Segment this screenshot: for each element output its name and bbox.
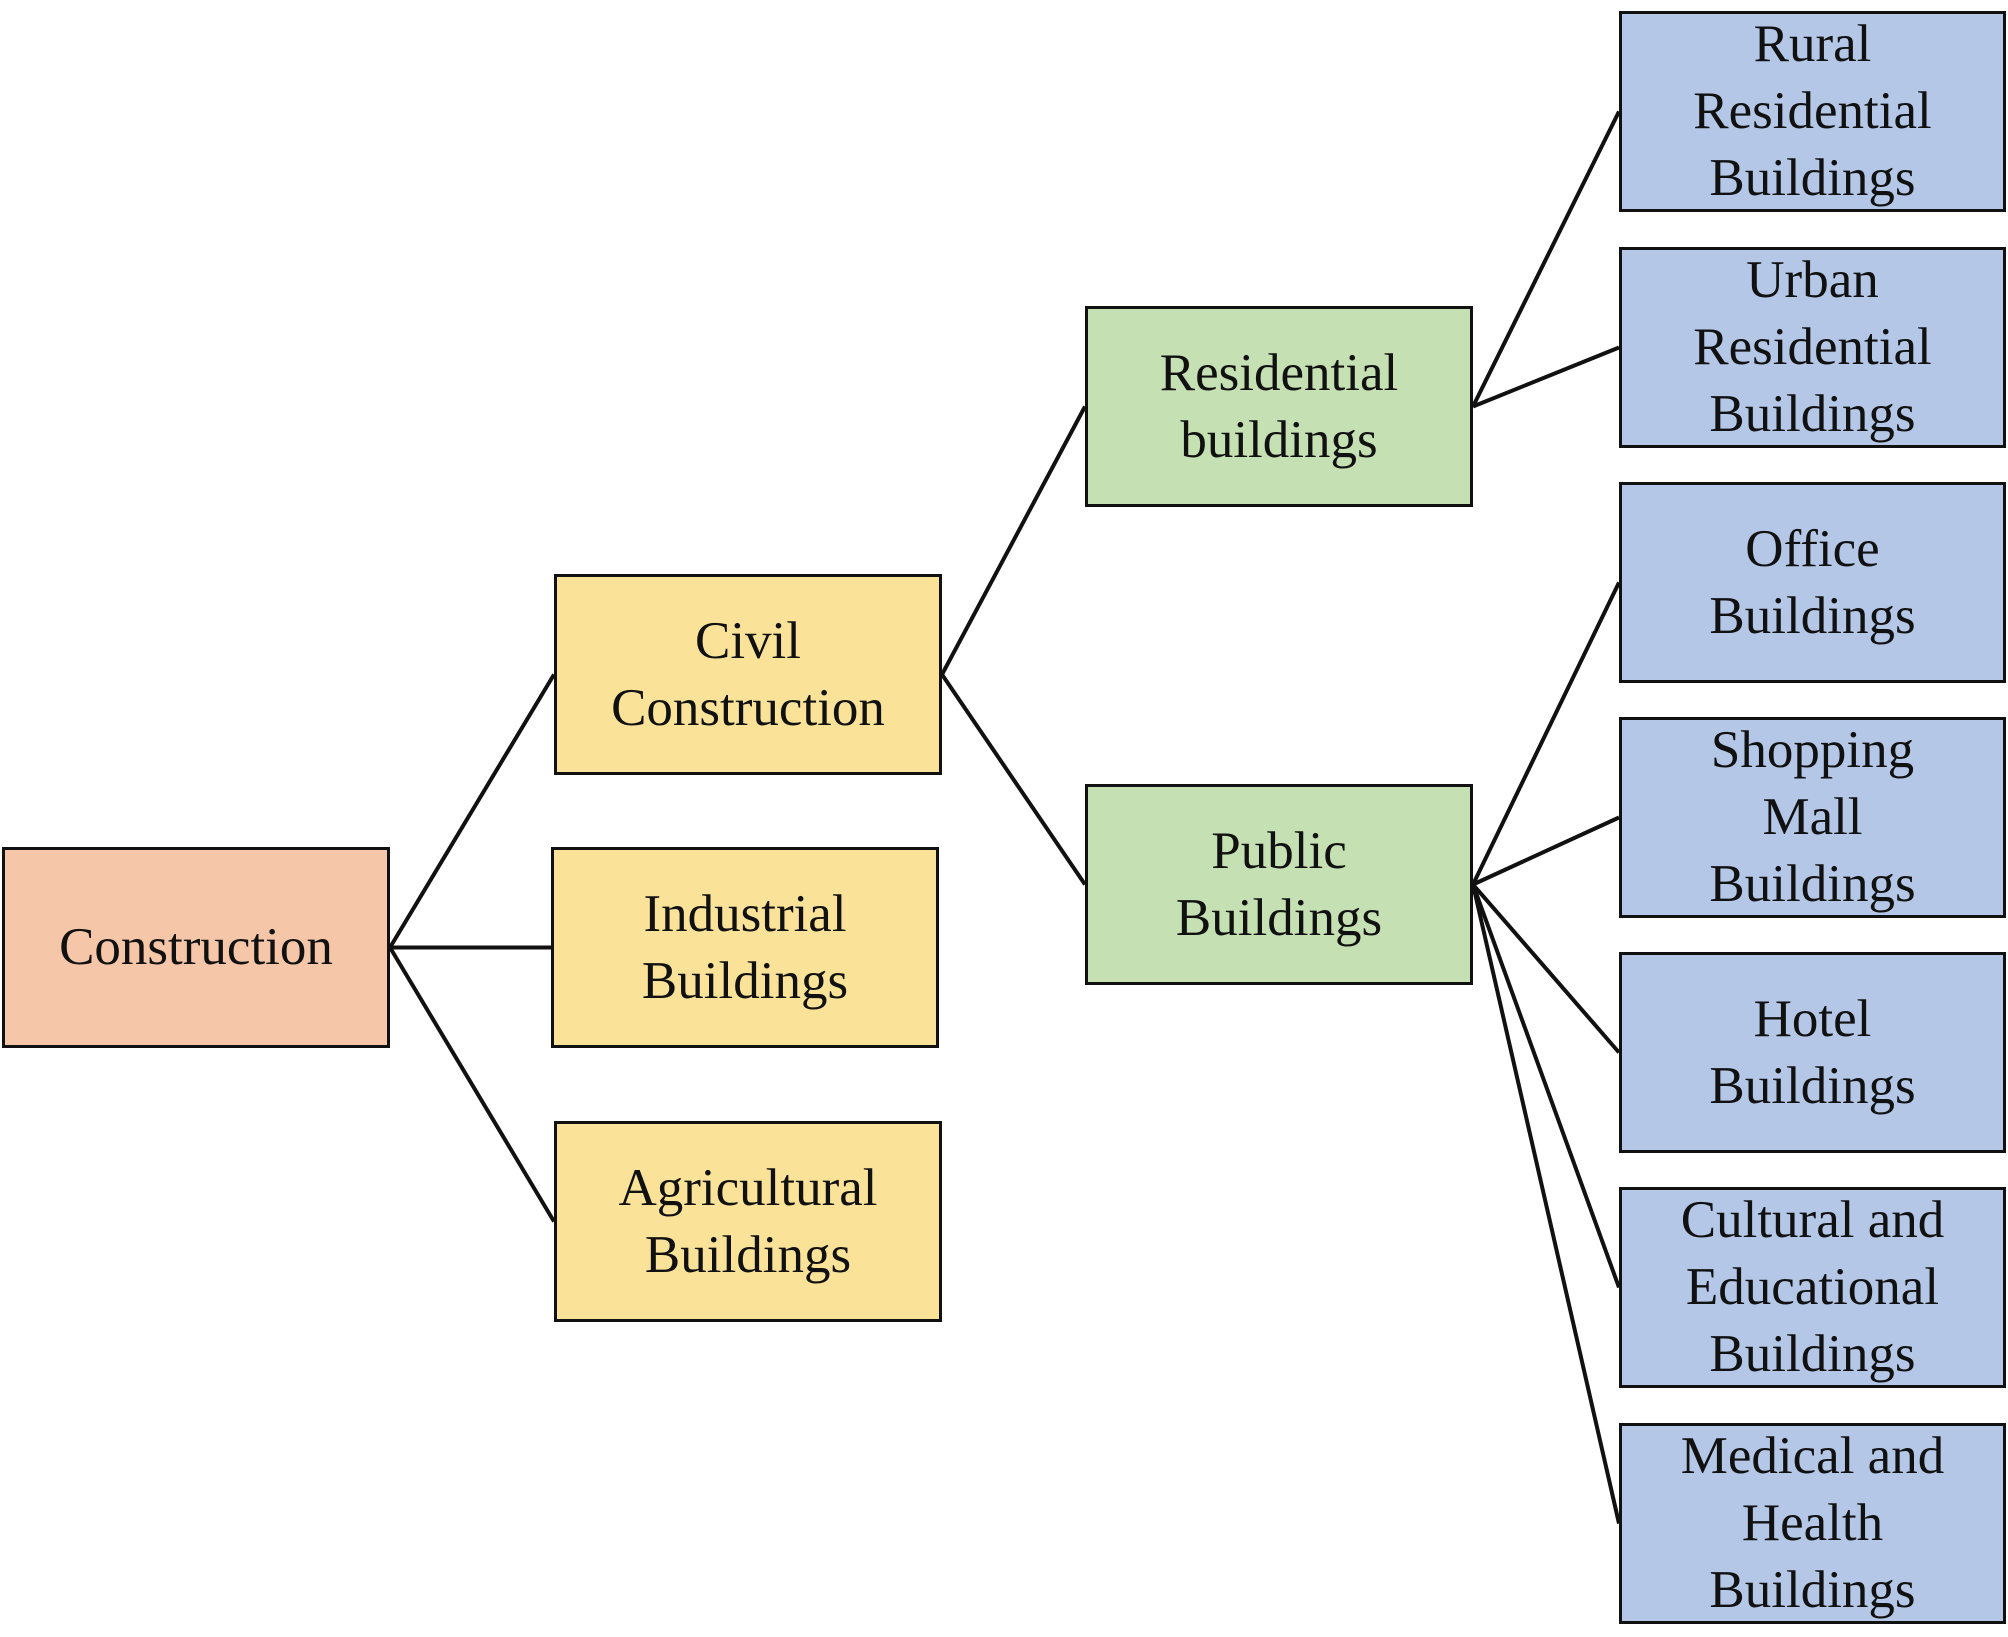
node-construction-label: Construction <box>59 918 333 976</box>
connector-residential-rural <box>1471 110 1621 408</box>
node-industrial-buildings: Industrial Buildings <box>551 847 939 1048</box>
node-urban-residential-buildings: Urban Residential Buildings <box>1619 247 2006 448</box>
node-office-buildings: Office Buildings <box>1619 482 2006 683</box>
node-hotel-buildings: Hotel Buildings <box>1619 952 2006 1153</box>
node-rural-residential-buildings: Rural Residential Buildings <box>1619 11 2006 212</box>
node-hotel-buildings-label: Hotel Buildings <box>1709 989 1916 1115</box>
node-public-buildings: Public Buildings <box>1085 784 1473 985</box>
node-construction: Construction <box>2 847 390 1048</box>
node-civil-construction-label: Civil Construction <box>611 611 885 737</box>
node-civil-construction: Civil Construction <box>554 574 942 775</box>
node-industrial-buildings-label: Industrial Buildings <box>641 884 849 1010</box>
node-cultural-educational-buildings: Cultural and Educational Buildings <box>1619 1187 2006 1388</box>
connector-construction-agricultural <box>388 946 556 1223</box>
connector-construction-civil <box>388 673 556 949</box>
node-medical-health-buildings-label: Medical and Health Buildings <box>1680 1427 1945 1619</box>
node-residential-buildings: Residential buildings <box>1085 306 1473 507</box>
node-residential-buildings-label: Residential buildings <box>1159 343 1399 469</box>
node-shopping-mall-buildings-label: Shopping Mall Buildings <box>1709 721 1916 913</box>
connector-residential-urban <box>1472 345 1620 409</box>
node-cultural-educational-buildings-label: Cultural and Educational Buildings <box>1680 1191 1945 1383</box>
node-agricultural-buildings-label: Agricultural Buildings <box>618 1158 878 1284</box>
node-medical-health-buildings: Medical and Health Buildings <box>1619 1423 2006 1624</box>
connector-public-shopping <box>1472 815 1620 887</box>
node-agricultural-buildings: Agricultural Buildings <box>554 1121 942 1322</box>
node-rural-residential-buildings-label: Rural Residential Buildings <box>1693 15 1932 207</box>
node-public-buildings-label: Public Buildings <box>1175 821 1383 947</box>
connector-public-medical <box>1471 884 1621 1524</box>
node-shopping-mall-buildings: Shopping Mall Buildings <box>1619 717 2006 918</box>
connector-civil-public <box>940 673 1087 886</box>
connector-public-hotel <box>1471 883 1621 1054</box>
connector-public-cultural <box>1471 883 1621 1289</box>
node-urban-residential-buildings-label: Urban Residential Buildings <box>1693 251 1932 443</box>
connector-public-office <box>1471 581 1621 886</box>
connector-civil-residential <box>940 405 1087 676</box>
node-office-buildings-label: Office Buildings <box>1709 519 1916 645</box>
